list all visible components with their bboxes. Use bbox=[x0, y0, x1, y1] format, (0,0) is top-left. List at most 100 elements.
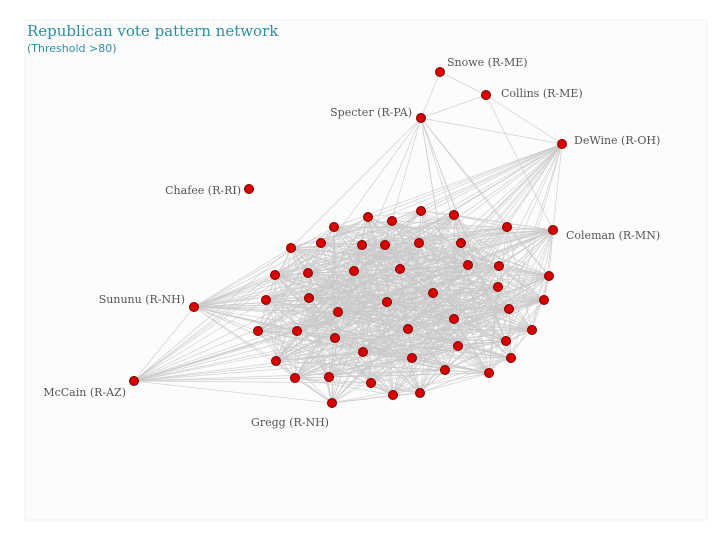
edge bbox=[362, 229, 554, 353]
edge bbox=[308, 297, 333, 404]
node bbox=[270, 270, 280, 280]
node-label-coleman: Coleman (R-MN) bbox=[566, 229, 660, 242]
edge bbox=[307, 244, 363, 274]
edge bbox=[432, 143, 563, 294]
node bbox=[290, 373, 300, 383]
node bbox=[493, 282, 503, 292]
edge bbox=[420, 71, 441, 119]
edge bbox=[485, 94, 554, 231]
edge bbox=[274, 274, 510, 310]
edge bbox=[193, 306, 277, 362]
edge bbox=[133, 330, 298, 382]
edge bbox=[334, 337, 364, 353]
edge bbox=[193, 265, 500, 308]
edge bbox=[296, 330, 330, 378]
node bbox=[506, 353, 516, 363]
edge bbox=[361, 242, 462, 246]
edge bbox=[353, 242, 420, 272]
edge bbox=[331, 318, 455, 404]
label-layer: Snowe (R-ME)Collins (R-ME)Specter (R-PA)… bbox=[43, 56, 660, 429]
edge bbox=[133, 357, 413, 382]
edge bbox=[320, 143, 563, 244]
edge bbox=[307, 242, 322, 274]
node-label-collins: Collins (R-ME) bbox=[501, 87, 583, 100]
edge bbox=[411, 308, 510, 359]
edge bbox=[331, 244, 386, 404]
node-collins bbox=[481, 90, 491, 100]
node bbox=[504, 304, 514, 314]
edge bbox=[439, 71, 487, 96]
edge bbox=[307, 117, 422, 274]
node bbox=[286, 243, 296, 253]
edge bbox=[420, 117, 459, 347]
node bbox=[329, 222, 339, 232]
edge bbox=[420, 117, 512, 359]
edge bbox=[506, 226, 554, 231]
edge bbox=[505, 143, 563, 342]
edge bbox=[331, 311, 339, 404]
node bbox=[415, 388, 425, 398]
node bbox=[403, 324, 413, 334]
edge bbox=[328, 292, 434, 378]
edge bbox=[275, 226, 335, 362]
node bbox=[358, 347, 368, 357]
node bbox=[357, 240, 367, 250]
edge bbox=[133, 318, 455, 382]
edge bbox=[418, 242, 499, 288]
chart-subtitle: (Threshold >80) bbox=[27, 42, 117, 55]
edge bbox=[392, 357, 512, 396]
edge bbox=[265, 297, 310, 301]
node bbox=[388, 390, 398, 400]
edge bbox=[275, 286, 499, 362]
node-label-snowe: Snowe (R-ME) bbox=[447, 56, 528, 69]
node bbox=[407, 353, 417, 363]
node-layer bbox=[129, 67, 567, 408]
node bbox=[261, 295, 271, 305]
edge bbox=[337, 311, 512, 359]
edge bbox=[552, 143, 563, 231]
node-label-mccain: McCain (R-AZ) bbox=[43, 386, 126, 399]
node-coleman bbox=[548, 225, 558, 235]
edge bbox=[294, 377, 372, 384]
edge bbox=[133, 337, 336, 382]
edge bbox=[384, 143, 563, 246]
node-gregg bbox=[327, 398, 337, 408]
node bbox=[463, 260, 473, 270]
edge bbox=[420, 143, 563, 212]
node bbox=[428, 288, 438, 298]
edge bbox=[133, 380, 333, 404]
edge bbox=[411, 357, 490, 374]
edge bbox=[294, 299, 545, 379]
edge bbox=[543, 229, 554, 301]
edge bbox=[392, 229, 554, 396]
node bbox=[416, 206, 426, 216]
node bbox=[456, 238, 466, 248]
edge bbox=[407, 328, 533, 331]
edge bbox=[361, 143, 563, 246]
edge bbox=[384, 214, 455, 246]
node-dewine bbox=[557, 139, 567, 149]
node bbox=[292, 326, 302, 336]
edge bbox=[460, 229, 554, 244]
node bbox=[527, 325, 537, 335]
edge bbox=[386, 143, 563, 303]
edge bbox=[508, 229, 554, 310]
edge bbox=[296, 143, 563, 332]
node bbox=[333, 307, 343, 317]
edge bbox=[362, 351, 413, 359]
edge bbox=[193, 270, 355, 308]
node bbox=[449, 314, 459, 324]
edge bbox=[133, 268, 401, 382]
node bbox=[363, 212, 373, 222]
edge bbox=[257, 330, 296, 379]
edge bbox=[334, 329, 533, 339]
node bbox=[303, 268, 313, 278]
edge bbox=[133, 247, 292, 382]
edge bbox=[193, 244, 386, 308]
edge bbox=[308, 229, 554, 299]
edge bbox=[274, 274, 421, 394]
edge bbox=[193, 306, 510, 310]
edge bbox=[275, 360, 490, 374]
edge bbox=[333, 143, 563, 228]
node-label-chafee: Chafee (R-RI) bbox=[165, 184, 241, 197]
